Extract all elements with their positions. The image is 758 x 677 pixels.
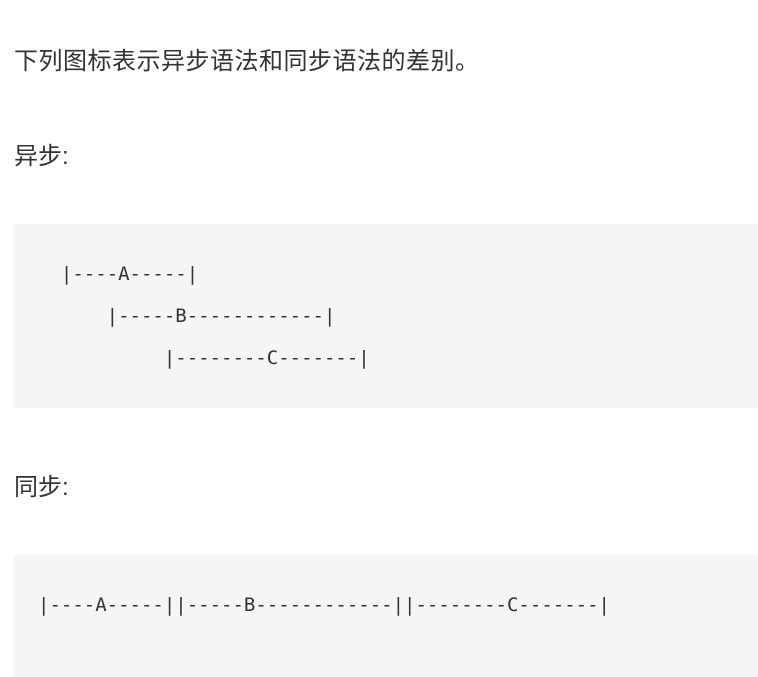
async-section-label: 异步: xyxy=(14,143,69,171)
intro-paragraph: 下列图标表示异步语法和同步语法的差别。 xyxy=(14,48,480,75)
ascii-timeline-line-a: |----A-----| xyxy=(38,263,199,286)
async-section: 异步: |----A-----| |-----B------------| |-… xyxy=(14,141,758,408)
ascii-timeline-line-abc: |----A-----||-----B------------||-------… xyxy=(38,593,610,616)
ascii-timeline-line-b: |-----B------------| xyxy=(38,305,336,328)
async-code-block: |----A-----| |-----B------------| |-----… xyxy=(14,224,758,408)
sync-section: 同步: |----A-----||-----B------------||---… xyxy=(14,472,758,677)
sync-section-label: 同步: xyxy=(14,473,69,501)
ascii-timeline-line-c: |--------C-------| xyxy=(38,346,370,369)
sync-code-block: |----A-----||-----B------------||-------… xyxy=(14,554,758,677)
